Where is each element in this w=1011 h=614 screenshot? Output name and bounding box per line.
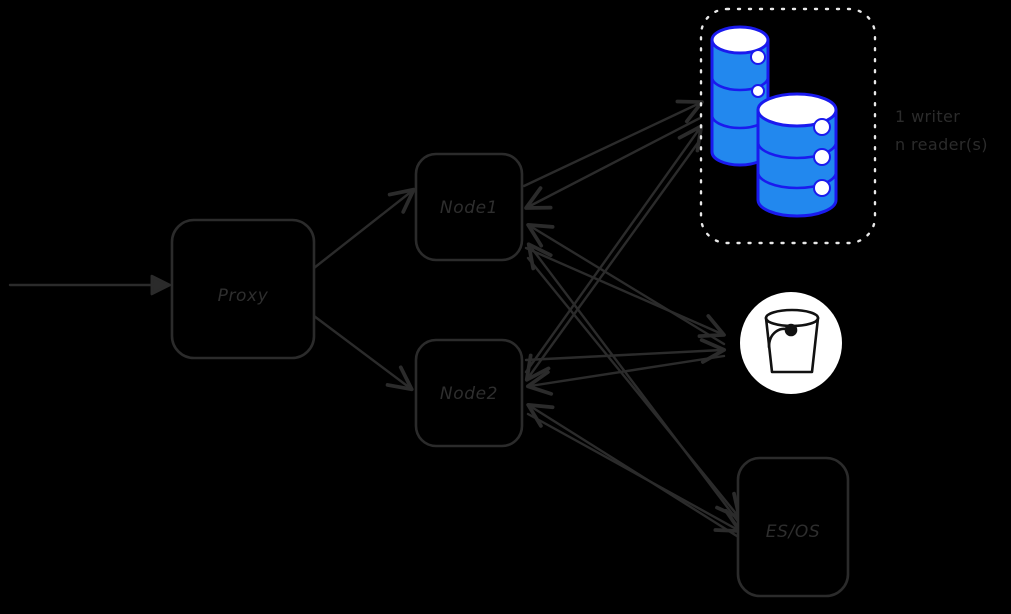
annotation-reader-line: n reader(s) [895,135,988,154]
database-group-dashed-border[interactable] [699,7,877,245]
esos-label: ES/OS [766,522,820,542]
node-node1[interactable]: Node1 [414,152,524,262]
database-group-annotation: 1 writer n reader(s) [895,107,988,154]
edge-proxy-to-node1 [312,187,416,270]
edge-node2-to-bucket [524,338,727,364]
edge-bucket-to-node2 [525,354,726,396]
node-esos[interactable]: ES/OS [736,456,850,598]
edge-node1-to-database [522,99,704,188]
edge-database-to-node1 [524,116,702,210]
node-node2[interactable]: Node2 [414,338,524,448]
bucket-circle-background [740,292,842,394]
edge-node2-to-database [524,124,704,374]
database-front-divider-1 [756,141,838,160]
node1-box[interactable] [414,152,524,262]
proxy-box[interactable] [170,218,316,360]
edge-database-to-node2 [524,138,702,382]
database-front-led-3 [813,179,831,197]
database-back-led-1 [750,49,766,65]
database-front-top [756,92,838,128]
edge-node1-to-esos [526,256,742,520]
node1-label: Node1 [440,198,498,218]
node2-label: Node2 [440,384,498,404]
annotation-writer-line: 1 writer [895,107,960,126]
database-back-divider-1 [710,76,770,92]
database-front-divider-2 [756,171,838,190]
database-cylinder-icon-front [756,92,838,218]
node-bucket[interactable] [740,292,842,394]
node-database-group[interactable] [699,7,877,245]
database-front-led-2 [813,148,831,166]
database-back-led-2 [751,84,765,98]
node2-box[interactable] [414,338,524,448]
esos-box[interactable] [736,456,850,598]
proxy-label: Proxy [218,286,269,306]
edge-layer [8,99,742,540]
edge-esos-to-node1 [526,242,742,526]
edge-bucket-to-node1 [526,222,726,346]
edge-node1-to-bucket [524,246,726,338]
edge-proxy-to-node2 [312,314,414,392]
database-front-led-1 [813,118,831,136]
bucket-icon [764,308,820,374]
database-cylinder-icon-back [710,25,770,167]
edge-esos-to-node2 [526,402,742,540]
node-proxy[interactable]: Proxy [170,218,316,360]
database-back-top [710,25,770,55]
